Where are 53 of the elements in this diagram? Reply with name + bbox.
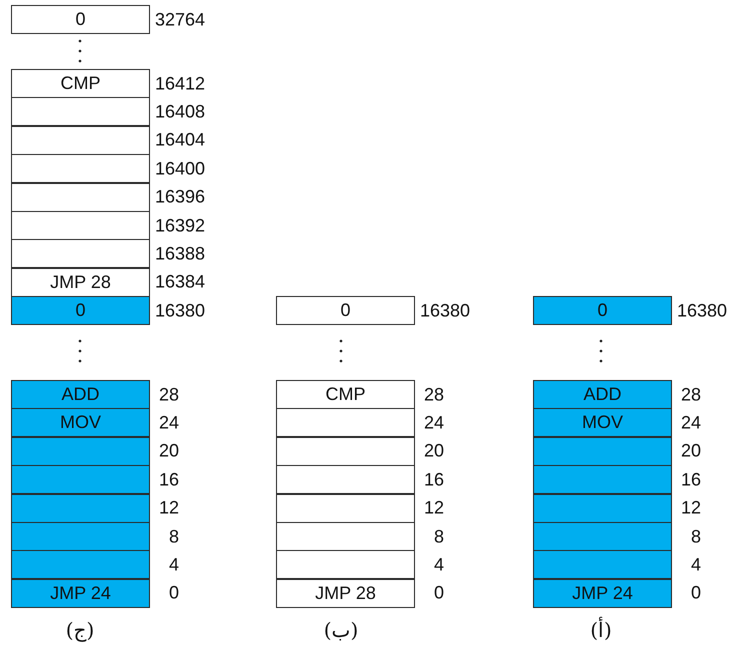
- address-label: 28: [158, 384, 179, 405]
- instruction-text: MOV: [60, 412, 101, 434]
- panel-label: (ج): [64, 618, 96, 642]
- address-label: 24: [422, 412, 444, 434]
- address-label: 20: [422, 440, 444, 462]
- address-label: 16392: [155, 215, 206, 236]
- address-label: 20: [158, 440, 179, 462]
- address-label: 28: [422, 384, 444, 405]
- address-label: 0: [168, 582, 179, 604]
- address-label: 4: [168, 554, 179, 576]
- address-label: 16: [680, 469, 701, 490]
- address-label: 8: [432, 526, 444, 547]
- address-label: 12: [158, 498, 179, 519]
- instruction-text: JMP 24: [572, 582, 633, 604]
- address-label: 16384: [155, 272, 206, 293]
- address-label: 20: [680, 440, 701, 462]
- address-label: 4: [432, 554, 444, 576]
- instruction-text: MOV: [582, 412, 623, 434]
- address-label: 16404: [155, 130, 206, 151]
- address-label: 16380: [677, 300, 728, 321]
- instruction-text: CMP: [60, 73, 100, 94]
- instruction-text: 0: [597, 300, 608, 321]
- address-label: 16388: [155, 243, 206, 264]
- address-label: 12: [680, 498, 701, 519]
- address-label: 12: [422, 498, 444, 519]
- address-label: 4: [690, 554, 701, 576]
- instruction-text: 0: [75, 9, 86, 30]
- address-label: 16408: [155, 101, 206, 122]
- address-label: 8: [690, 526, 701, 547]
- instruction-text: CMP: [326, 384, 366, 405]
- instruction-text: ADD: [583, 384, 622, 405]
- panel-label: (ب): [322, 618, 360, 642]
- instruction-text: JMP 24: [50, 582, 111, 604]
- instruction-text: 0: [75, 300, 86, 322]
- address-label: 16: [422, 469, 444, 490]
- instruction-text: JMP 28: [315, 582, 376, 604]
- panel-label: (أ): [589, 618, 613, 642]
- instruction-text: ADD: [61, 384, 100, 405]
- address-label: 16396: [155, 186, 206, 208]
- address-label: 16380: [155, 300, 206, 322]
- address-label: 16380: [420, 300, 470, 321]
- address-label: 24: [680, 412, 701, 434]
- address-label: 24: [158, 412, 179, 434]
- address-label: 16: [158, 469, 179, 490]
- instruction-text: 0: [340, 300, 350, 321]
- address-label: 16412: [155, 73, 206, 94]
- address-label: 0: [690, 582, 701, 604]
- address-label: 16400: [155, 158, 206, 180]
- address-label: 32764: [155, 9, 206, 30]
- instruction-text: JMP 28: [50, 272, 111, 293]
- address-label: 8: [168, 526, 179, 547]
- address-label: 28: [680, 384, 701, 405]
- address-label: 0: [432, 582, 444, 604]
